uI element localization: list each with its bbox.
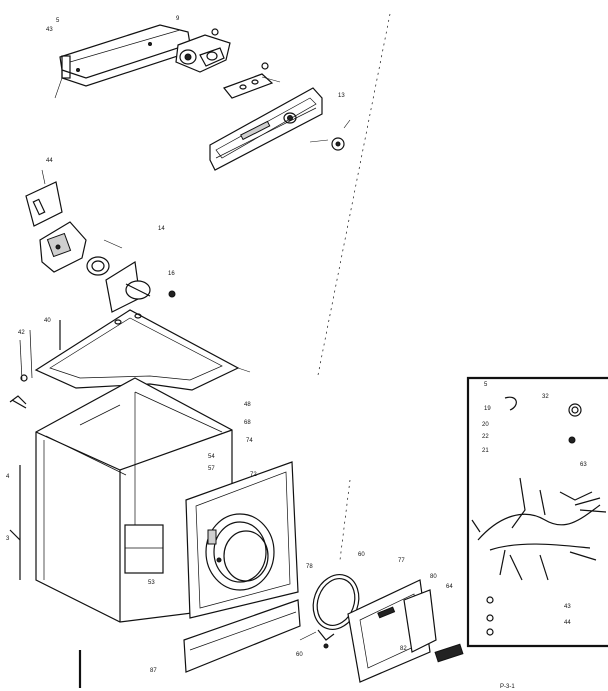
top-cover — [34, 309, 251, 391]
toe-kick — [183, 599, 301, 673]
callout-42: 42 — [18, 330, 25, 336]
guide-line — [317, 13, 391, 376]
callout-87: 87 — [150, 668, 157, 674]
callout-22: 22 — [482, 434, 489, 440]
front-panel — [185, 461, 299, 619]
exhaust-duct — [105, 261, 176, 313]
console-rail — [54, 24, 191, 99]
blower-housing — [39, 221, 87, 273]
cabinet — [19, 377, 233, 623]
callout-19: 19 — [484, 406, 491, 412]
callout-44-right: 44 — [564, 620, 571, 626]
timer-assembly — [175, 28, 231, 73]
callout-5-top: 5 — [56, 18, 60, 24]
callout-68: 68 — [244, 420, 251, 426]
callout-32: 32 — [542, 394, 549, 400]
guide-line-2 — [339, 479, 351, 561]
door — [347, 579, 464, 683]
callout-14: 14 — [158, 226, 165, 232]
callout-9: 9 — [176, 16, 180, 22]
callout-72: 72 — [250, 472, 257, 478]
switch-bracket — [25, 169, 63, 227]
callout-74: 74 — [246, 438, 253, 444]
callout-60-bottom: 60 — [296, 652, 303, 658]
door-hinge — [299, 629, 335, 649]
callout-78: 78 — [306, 564, 313, 570]
callout-60: 60 — [358, 552, 365, 558]
knob — [309, 119, 351, 151]
callout-77: 77 — [398, 558, 405, 564]
vent-ring — [86, 239, 123, 276]
callout-13: 13 — [338, 93, 345, 99]
footer-code: P-3-1 — [500, 684, 515, 690]
callout-57: 57 — [208, 466, 215, 472]
wiring-inset — [466, 376, 608, 648]
switch-plate — [223, 62, 281, 99]
callout-40: 40 — [44, 318, 51, 324]
callout-20: 20 — [482, 422, 489, 428]
callout-43: 43 — [46, 27, 53, 33]
left-fasteners — [9, 320, 61, 541]
callout-21: 21 — [482, 448, 489, 454]
callout-48: 48 — [244, 402, 251, 408]
callout-5-right: 5 — [484, 382, 488, 388]
callout-53: 53 — [148, 580, 155, 586]
callout-64: 64 — [446, 584, 453, 590]
callout-63: 63 — [580, 462, 587, 468]
callout-54: 54 — [208, 454, 215, 460]
callout-43-right: 43 — [564, 604, 571, 610]
callout-3: 3 — [6, 536, 10, 542]
callout-80: 80 — [430, 574, 437, 580]
callout-44: 44 — [46, 158, 53, 164]
callout-82: 82 — [400, 646, 407, 652]
console-panel — [209, 87, 323, 171]
callout-16: 16 — [168, 271, 175, 277]
callout-4: 4 — [6, 474, 10, 480]
